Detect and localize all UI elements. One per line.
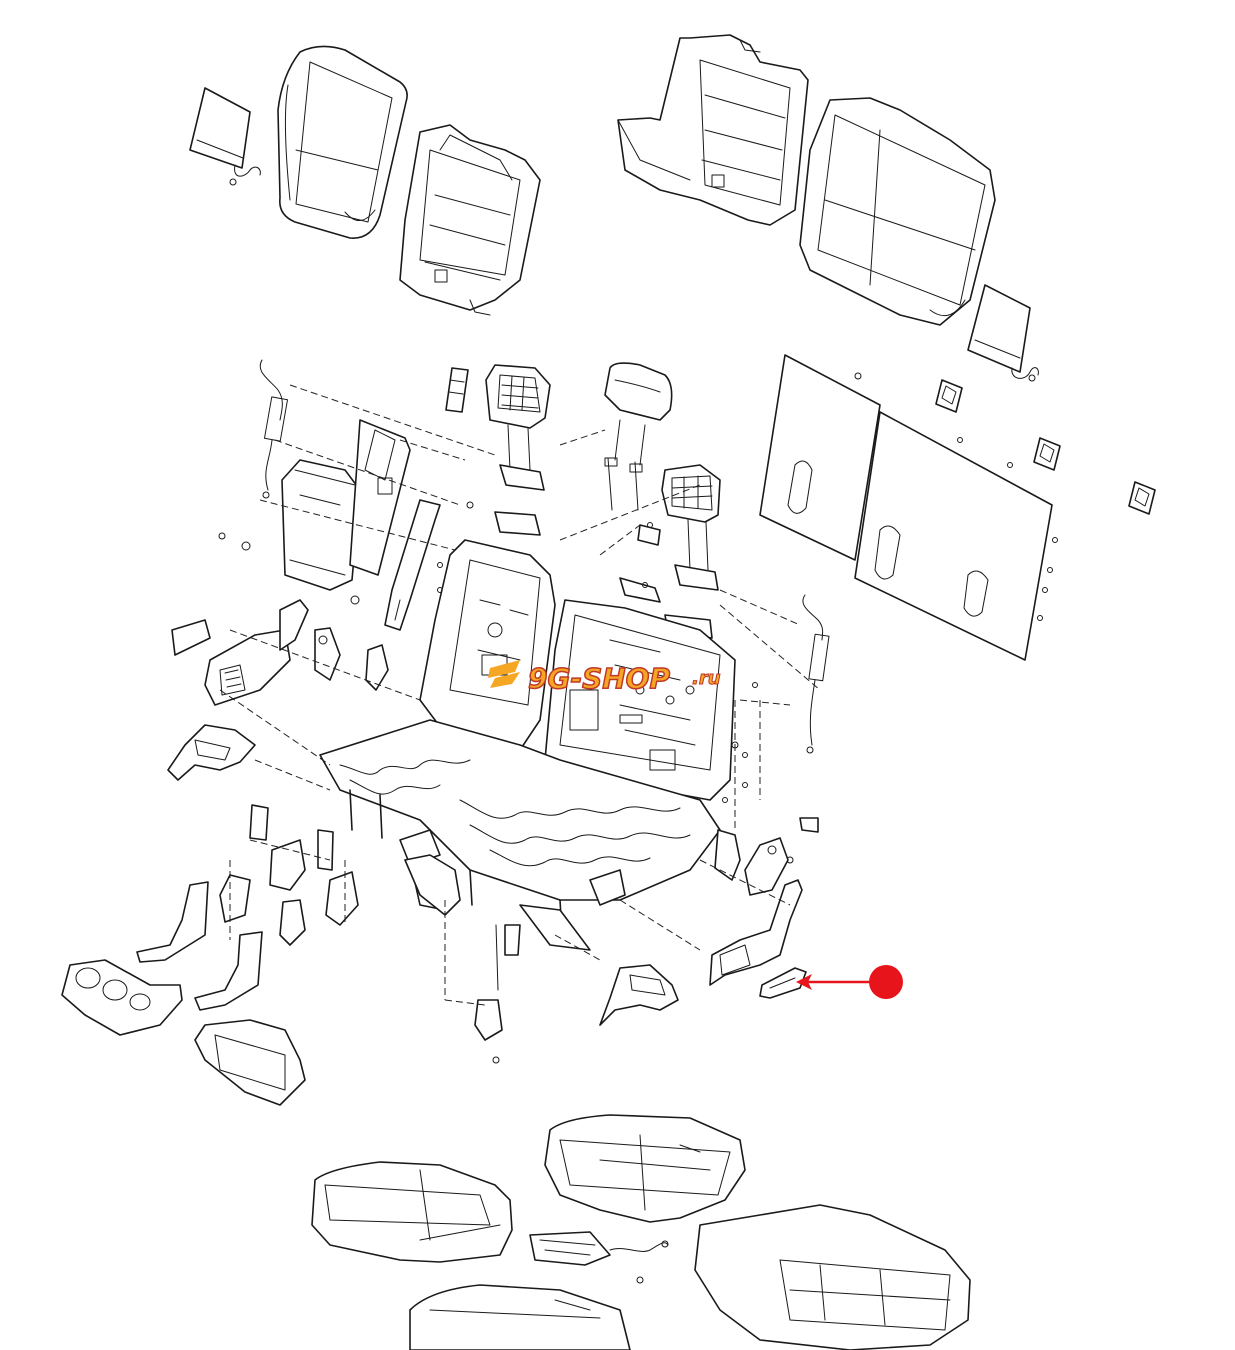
right-seat-cushion[interactable] <box>544 1114 746 1223</box>
right-cable-harness[interactable] <box>802 594 830 754</box>
headrest-right-mesh[interactable] <box>661 464 721 591</box>
left-lower-cover[interactable] <box>194 1019 306 1106</box>
left-cupholder-trim[interactable] <box>61 959 183 1036</box>
right-side-trim-panel[interactable] <box>709 879 803 986</box>
watermark-logo: 9G-SHOP .ru <box>488 660 721 696</box>
right-seatback-frame[interactable] <box>617 34 809 226</box>
callout-dot-icon <box>869 965 903 999</box>
headrest-center-cushion[interactable] <box>604 362 673 511</box>
left-seat-cushion-lower[interactable] <box>409 1284 631 1350</box>
headrest-guide-tube[interactable] <box>445 367 469 413</box>
side-bolster-trim[interactable] <box>384 499 441 631</box>
left-seatback-group <box>189 45 541 316</box>
headrest-left-mesh[interactable] <box>485 364 551 491</box>
watermark-suffix: .ru <box>692 668 721 689</box>
headrest-guides-right[interactable] <box>935 379 1156 515</box>
callout-marker <box>796 965 903 999</box>
watermark-text: 9G-SHOP <box>528 662 670 695</box>
left-seatback-frame[interactable] <box>399 124 541 316</box>
center-armrest[interactable] <box>281 459 361 591</box>
left-side-trim-panels[interactable] <box>136 881 263 1011</box>
frame-fasteners <box>642 522 794 864</box>
left-cable-harness[interactable] <box>259 359 289 499</box>
highlighted-trim-cover[interactable] <box>759 967 807 999</box>
right-seat-frame-cushion[interactable] <box>694 1204 971 1350</box>
headrest-trim-bezels[interactable] <box>494 511 713 639</box>
armrest-bezel[interactable] <box>349 419 411 576</box>
left-recliner-shield[interactable] <box>167 724 256 781</box>
left-hinge-cover[interactable] <box>171 599 389 706</box>
seatback-rear-trim-panels[interactable] <box>759 354 1058 661</box>
center-floor-bracket[interactable] <box>404 854 521 1064</box>
leader-lines <box>219 384 821 1006</box>
left-seatback-cover[interactable] <box>277 45 408 239</box>
right-hinge-trims[interactable] <box>714 817 819 896</box>
left-seat-cushion[interactable] <box>311 1161 513 1263</box>
right-seatback-rear-panel[interactable] <box>967 284 1039 382</box>
right-seatback-cover[interactable] <box>799 97 996 326</box>
seat-cushion-pad-bottom[interactable] <box>529 1231 669 1284</box>
left-seatback-rear-panel[interactable] <box>189 87 261 186</box>
seat-frame-assembly[interactable] <box>319 539 736 951</box>
right-seatback-group <box>617 34 1039 382</box>
callout-arrowhead-icon <box>796 974 812 990</box>
right-lower-shield[interactable] <box>599 964 679 1026</box>
left-lower-bezels[interactable] <box>219 804 359 946</box>
